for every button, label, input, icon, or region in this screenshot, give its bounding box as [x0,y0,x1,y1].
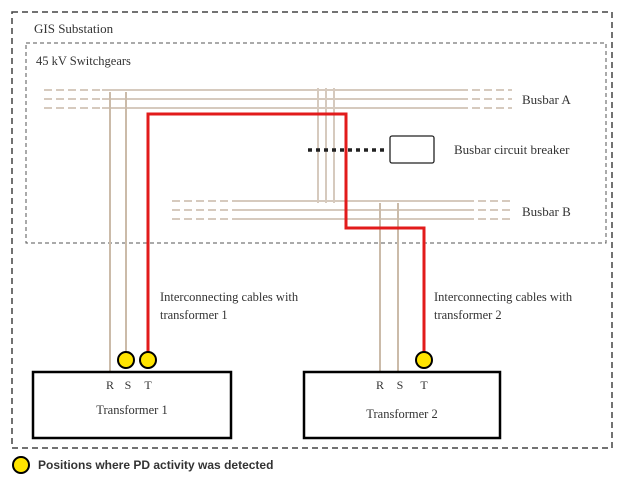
cable-label-t2-line1: Interconnecting cables with [434,290,573,304]
transformer-2-phase-t: T [420,378,428,392]
switchgear-boundary [25,42,607,244]
busbar-a [44,89,512,109]
transformer-2-phase-s: S [397,378,404,392]
transformer-2-phase-r: R [376,378,384,392]
bus-tie-links [317,88,335,203]
substation-title: GIS Substation [34,21,114,36]
cable-label-t1-line2: transformer 1 [160,308,228,322]
switchgear-title: 45 kV Switchgears [36,54,131,68]
busbar-b [172,200,514,220]
pd-marker-t1-s [117,351,135,369]
pd-marker-icon [12,456,30,474]
transformer-1-phase-t: T [144,378,152,392]
transformer-2-cables [379,203,399,372]
transformer-1-phase-s: S [125,378,132,392]
breaker-label: Busbar circuit breaker [454,142,570,157]
transformer-2-box [302,370,502,440]
cable-label-t1-line1: Interconnecting cables with [160,290,299,304]
highlighted-cable-path [146,112,426,358]
busbar-a-label: Busbar A [522,92,571,107]
transformer-1-name: Transformer 1 [96,403,167,417]
busbar-circuit-breaker [389,135,435,164]
pd-marker-t1-t [139,351,157,369]
legend-label: Positions where PD activity was detected [38,458,274,472]
transformer-1-box [31,370,233,440]
substation-boundary [11,11,613,449]
cable-label-t2-line2: transformer 2 [434,308,502,322]
transformer-1-phase-r: R [106,378,114,392]
legend: Positions where PD activity was detected [12,456,273,474]
pd-marker-t2-t [415,351,433,369]
transformer-1-cables [109,92,127,372]
transformer-2-name: Transformer 2 [366,407,437,421]
busbar-b-label: Busbar B [522,204,571,219]
